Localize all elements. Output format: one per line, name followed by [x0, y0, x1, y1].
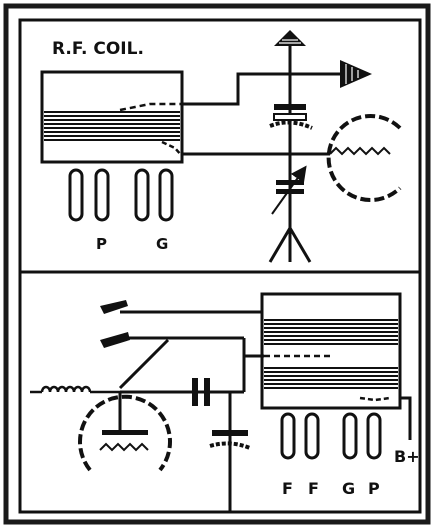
diagram-border — [3, 3, 431, 525]
top-capacitor — [269, 104, 313, 130]
bottom-variable-capacitor — [209, 430, 251, 450]
diagram-title: R.F. COIL. — [52, 39, 144, 59]
ground-symbol — [268, 227, 312, 263]
switch-contacts — [100, 300, 130, 348]
pin-label-g-bottom: G — [342, 479, 355, 498]
rf-coil-top — [40, 70, 184, 164]
detector-valve-bottom — [78, 394, 172, 472]
pin-label-p: P — [96, 235, 107, 253]
detector-valve-top — [326, 114, 402, 202]
rf-coil-top-pins — [68, 168, 174, 222]
pin-label-g: G — [156, 235, 168, 253]
output-arrow — [340, 60, 372, 88]
pin-label-f2: F — [308, 479, 319, 498]
grid-capacitor — [192, 378, 210, 406]
aerial-symbol — [274, 30, 306, 46]
supply-label: B+ — [394, 447, 420, 466]
pin-label-f1: F — [282, 479, 293, 498]
rf-coil-bottom-pins — [280, 412, 382, 460]
diagram-frame — [18, 18, 422, 514]
grid-leak-coil — [30, 385, 120, 394]
top-wiring — [182, 46, 340, 262]
top-variable-capacitor — [271, 165, 307, 215]
pin-label-p-bottom: P — [368, 479, 380, 498]
bottom-wiring — [118, 310, 412, 512]
rf-coil-bottom — [260, 292, 402, 410]
